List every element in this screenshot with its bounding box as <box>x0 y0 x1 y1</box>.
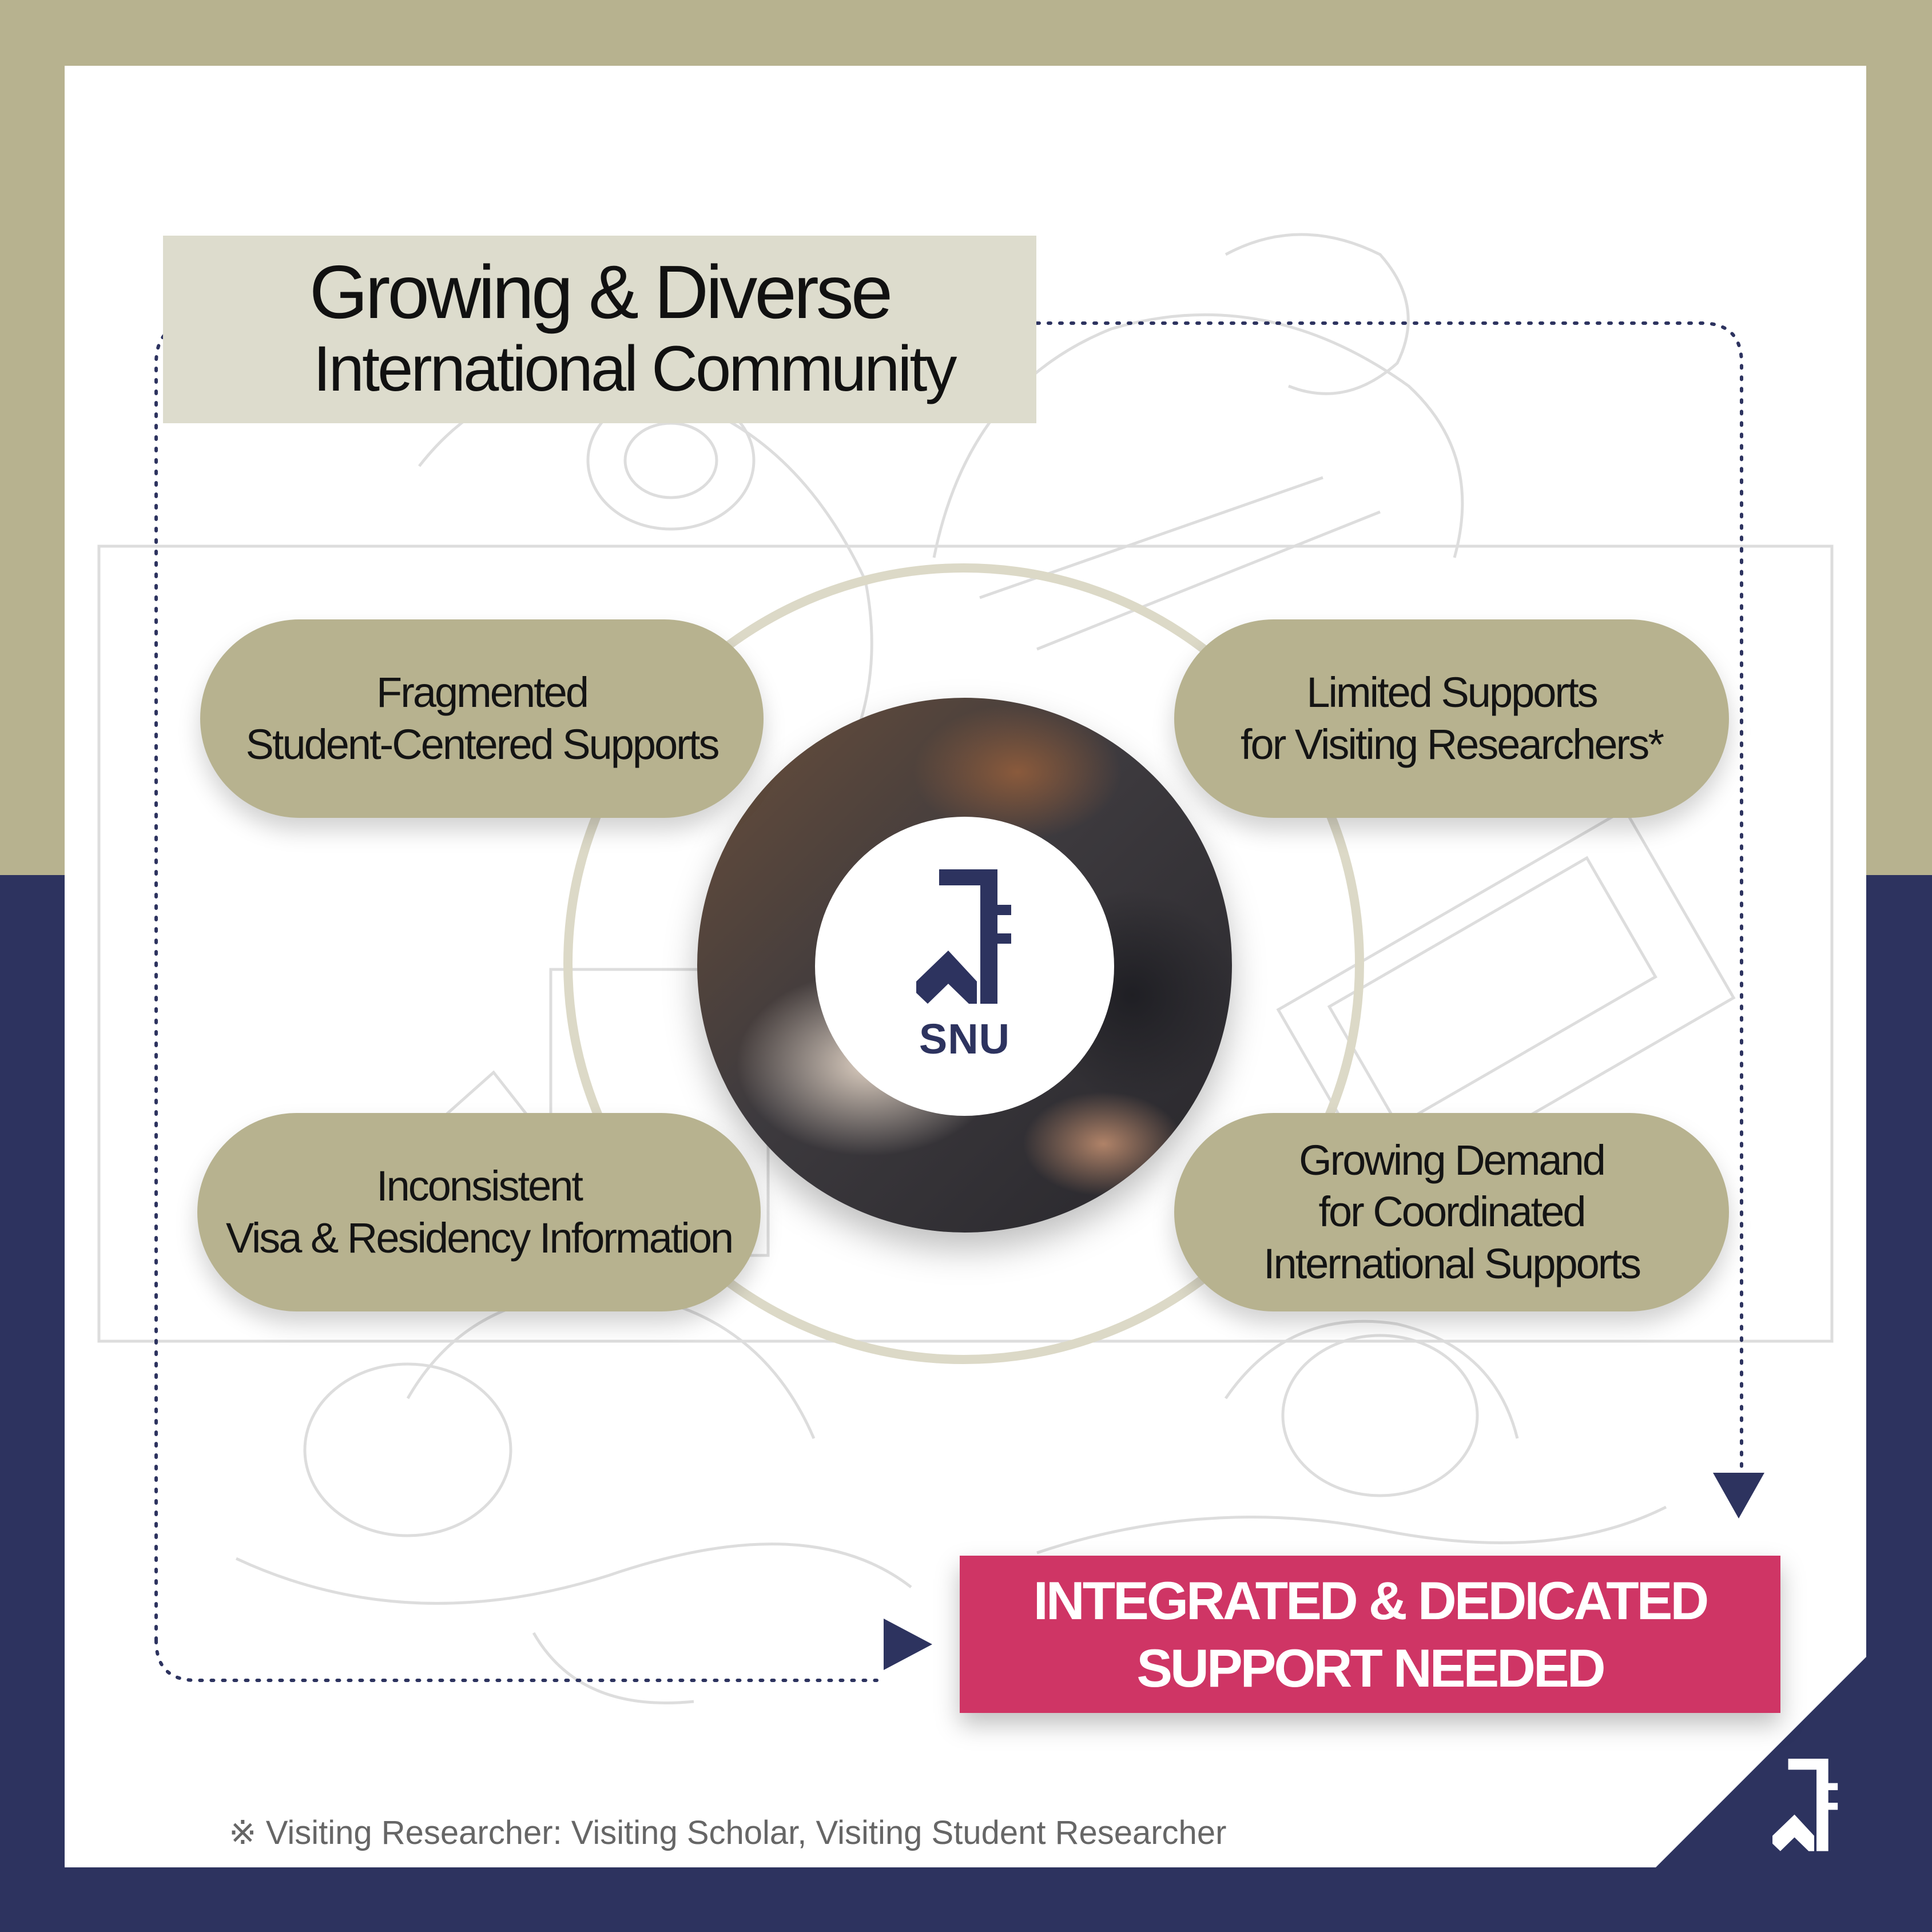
issue-line: for Coordinated <box>1318 1188 1586 1236</box>
issue-pill-limited-supports: Limited Supports for Visiting Researcher… <box>1174 619 1729 818</box>
conclusion-box: INTEGRATED & DEDICATED SUPPORT NEEDED <box>960 1556 1780 1713</box>
issue-line: International Supports <box>1263 1239 1641 1287</box>
issue-pill-inconsistent-visa: Inconsistent Visa & Residency Informatio… <box>197 1113 761 1311</box>
issue-line: Growing Demand <box>1299 1136 1606 1184</box>
issue-pill-growing-demand: Growing Demand for Coordinated Internati… <box>1174 1113 1729 1311</box>
title-line2: International Community <box>313 332 957 404</box>
arrow-down-icon <box>1713 1473 1764 1518</box>
arrow-right-icon <box>884 1619 932 1670</box>
title-box: Growing & Diverse International Communit… <box>163 236 1036 423</box>
issue-line: Fragmented <box>376 669 589 717</box>
footnote: ※ Visiting Researcher: Visiting Scholar,… <box>229 1814 1227 1851</box>
issue-line: for Visiting Researchers* <box>1241 720 1664 768</box>
issue-line: Inconsistent <box>376 1162 583 1210</box>
conclusion-line1: INTEGRATED & DEDICATED <box>1033 1571 1710 1631</box>
corner-logo <box>1770 1759 1842 1856</box>
issue-line: Student-Centered Supports <box>245 720 720 768</box>
title-line1: Growing & Diverse <box>309 250 893 335</box>
snu-emblem-icon <box>1772 1759 1838 1851</box>
snu-logo-text: SNU <box>919 1015 1011 1063</box>
snu-logo-badge: SNU <box>815 817 1114 1116</box>
snu-emblem-icon <box>916 869 1011 1004</box>
issue-line: Visa & Residency Information <box>225 1214 734 1262</box>
issue-line: Limited Supports <box>1306 669 1598 717</box>
conclusion-line2: SUPPORT NEEDED <box>1136 1637 1605 1698</box>
issue-pill-fragmented: Fragmented Student-Centered Supports <box>200 619 764 818</box>
